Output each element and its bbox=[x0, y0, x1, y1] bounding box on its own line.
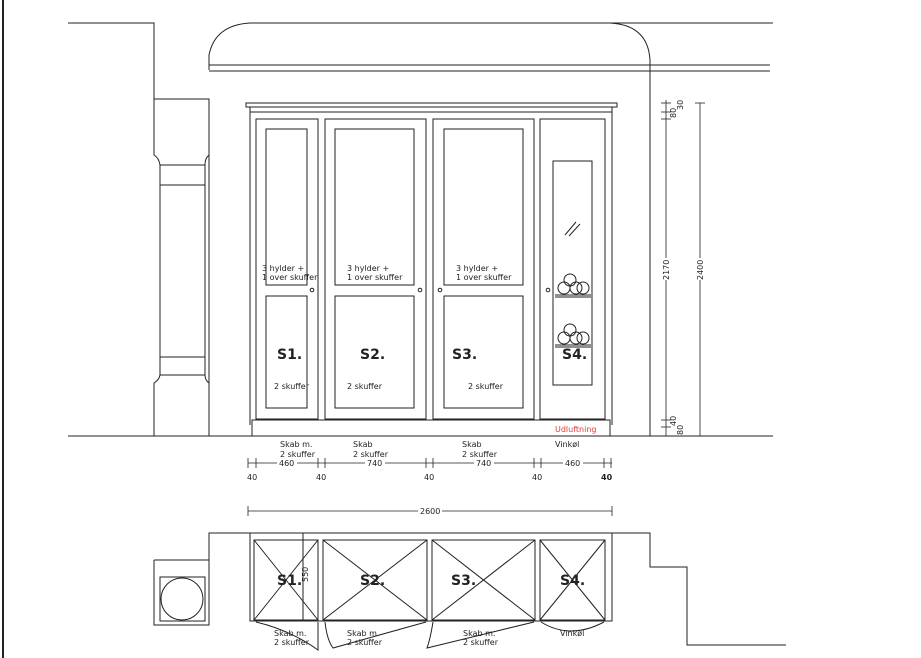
plan-s1-label-2: 2 skuffer bbox=[274, 638, 310, 647]
dim-top-gap-a: 80 bbox=[669, 108, 678, 118]
s3-bottom-label-1: Skab bbox=[462, 440, 482, 449]
door-s2-upper-panel bbox=[334, 128, 415, 286]
plan-s3 bbox=[431, 539, 536, 621]
dim-top-gap-b: 30 bbox=[676, 100, 685, 110]
door-swing-s1 bbox=[255, 621, 319, 651]
plan-text: S1. S2. S3. S4. 550 Skab m. 2 skuffer Sk… bbox=[274, 567, 585, 647]
dim-gap-1: 40 bbox=[247, 473, 257, 482]
s1-drawer-note: 2 skuffer bbox=[274, 382, 310, 391]
s2-label: S2. bbox=[360, 347, 385, 363]
dim-s4-width: 460 bbox=[565, 459, 580, 468]
dim-s2-width: 740 bbox=[367, 459, 382, 468]
plinth bbox=[251, 419, 611, 437]
cabinet-body bbox=[245, 102, 618, 437]
door-s1 bbox=[255, 118, 319, 420]
dim-s1-width: 460 bbox=[279, 459, 294, 468]
s1-top-note-1: 3 hylder + bbox=[262, 264, 304, 273]
plan-s2 bbox=[322, 539, 428, 621]
s1-bottom-label-1: Skab m. bbox=[280, 440, 312, 449]
s3-bottom-label-2: 2 skuffer bbox=[462, 450, 498, 459]
plan-cabinet-outline bbox=[249, 532, 613, 622]
plan-column-circle bbox=[160, 577, 204, 621]
cabinet-notes: 3 hylder + 1 over skuffer 3 hylder + 1 o… bbox=[262, 264, 596, 459]
door-s4-knob bbox=[545, 287, 551, 293]
s2-bottom-label-1: Skab bbox=[353, 440, 373, 449]
door-swing-s4 bbox=[540, 621, 605, 632]
dim-overall-height: 2400 bbox=[696, 260, 705, 280]
door-s2-lower-panel bbox=[334, 295, 415, 409]
s2-top-note-2: 1 over skuffer bbox=[347, 273, 403, 282]
s1-label: S1. bbox=[277, 347, 302, 363]
column-right-edge bbox=[204, 154, 210, 384]
s4-bottom-label: Vinkøl bbox=[555, 440, 579, 449]
s3-drawer-note: 2 skuffer bbox=[468, 382, 504, 391]
s1-top-note-2: 1 over skuffer bbox=[262, 273, 318, 282]
door-s4 bbox=[539, 118, 606, 420]
width-dimension-text: 460 740 740 460 40 40 40 40 40 2600 bbox=[247, 459, 613, 516]
plan-s2-label-1: Skab m. bbox=[347, 629, 379, 638]
dim-gap-3: 40 bbox=[424, 473, 434, 482]
dim-total-width: 2600 bbox=[420, 507, 440, 516]
plan-s3-label-2: 2 skuffer bbox=[463, 638, 499, 647]
wall-outline bbox=[68, 22, 773, 437]
door-s3-upper-panel bbox=[443, 128, 524, 286]
dim-inner-height: 2170 bbox=[662, 260, 671, 280]
s3-label: S3. bbox=[452, 347, 477, 363]
plan-s4-label: Vinkøl bbox=[560, 629, 584, 638]
plan-s4 bbox=[539, 539, 606, 621]
vent-label: Udluftning bbox=[555, 425, 596, 434]
plan-s2-label-2: 2 skuffer bbox=[347, 638, 383, 647]
s3-top-note-1: 3 hylder + bbox=[456, 264, 498, 273]
door-s1-knob bbox=[309, 287, 315, 293]
door-s2 bbox=[324, 118, 427, 420]
plan-column-box bbox=[159, 576, 206, 622]
s1-bottom-label-2: 2 skuffer bbox=[280, 450, 316, 459]
s4-label: S4. bbox=[562, 347, 587, 363]
column-left-edge bbox=[153, 99, 161, 436]
door-s3-lower-panel bbox=[443, 295, 524, 409]
height-dimension-text: 80 30 2170 2400 40 80 bbox=[662, 100, 705, 435]
dim-bottom-gap-a: 40 bbox=[669, 416, 678, 426]
plan-s3-label-1: Skab m. bbox=[463, 629, 495, 638]
dim-bottom-gap-b: 80 bbox=[676, 425, 685, 435]
dim-s3-width: 740 bbox=[476, 459, 491, 468]
door-s1-upper-panel bbox=[265, 128, 308, 286]
plan-s3-label: S3. bbox=[451, 573, 476, 589]
plan-s1-label: S1. bbox=[277, 573, 302, 589]
door-s4-glass bbox=[552, 160, 593, 386]
plan-view bbox=[153, 532, 786, 651]
plan-s2-label: S2. bbox=[360, 573, 385, 589]
dim-gap-5: 40 bbox=[601, 473, 613, 482]
arch-line bbox=[208, 22, 651, 436]
s2-drawer-note: 2 skuffer bbox=[347, 382, 383, 391]
glass-reflection-2 bbox=[568, 223, 581, 237]
door-swing-s2 bbox=[324, 621, 427, 649]
door-swing-s3 bbox=[426, 621, 535, 649]
plan-s4-label: S4. bbox=[560, 573, 585, 589]
left-wall-line bbox=[68, 22, 210, 436]
door-s3 bbox=[432, 118, 535, 420]
plan-depth-dim: 550 bbox=[301, 567, 310, 582]
plan-s1 bbox=[253, 539, 319, 621]
glass-reflection-1 bbox=[564, 221, 577, 236]
bottle-icon bbox=[557, 281, 571, 295]
door-s2-knob bbox=[417, 287, 423, 293]
plan-s1-label-1: Skab m. bbox=[274, 629, 306, 638]
s2-top-note-1: 3 hylder + bbox=[347, 264, 389, 273]
dim-gap-4: 40 bbox=[532, 473, 542, 482]
plan-wall-line bbox=[153, 532, 786, 646]
s2-bottom-label-2: 2 skuffer bbox=[353, 450, 389, 459]
s3-top-note-2: 1 over skuffer bbox=[456, 273, 512, 282]
door-s3-knob bbox=[437, 287, 443, 293]
cornice-top bbox=[245, 102, 618, 108]
door-s1-lower-panel bbox=[265, 295, 308, 409]
dim-gap-2: 40 bbox=[316, 473, 326, 482]
